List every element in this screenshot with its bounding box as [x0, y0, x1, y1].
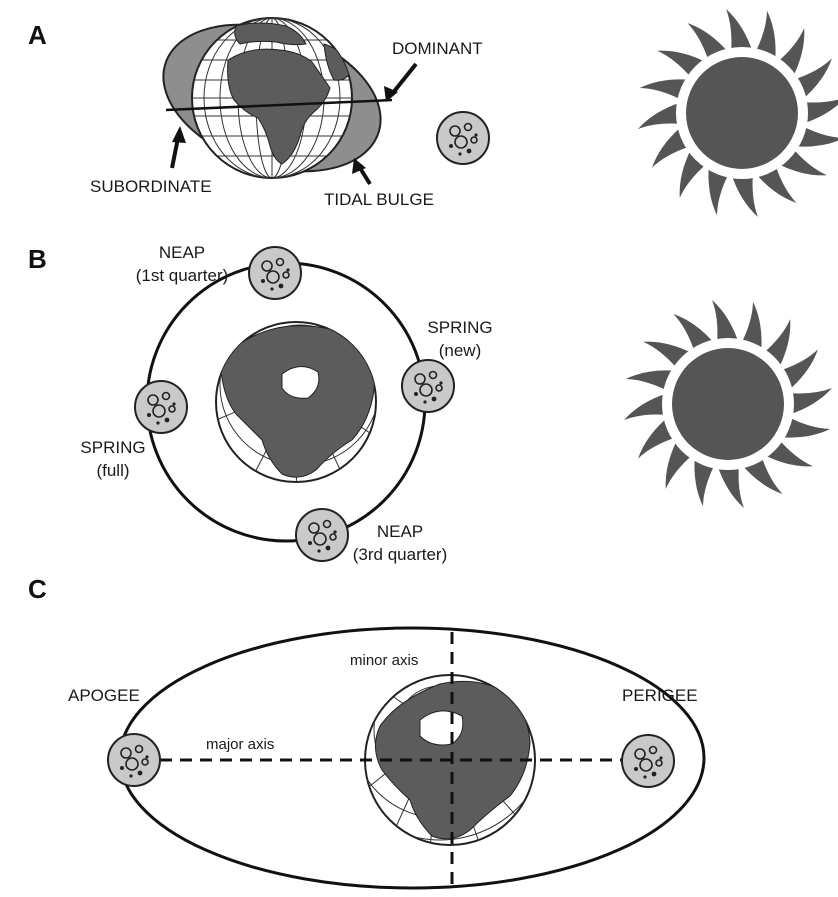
minor-axis-label: minor axis [350, 652, 418, 669]
sun-ray [624, 393, 668, 420]
spring-full-title: SPRING [80, 438, 145, 457]
panel-b-letter: B [28, 244, 47, 274]
sun-disc [686, 57, 798, 169]
spring-full-sub: (full) [96, 461, 129, 480]
subordinate-arrow [172, 126, 186, 168]
sun-ray [717, 464, 744, 508]
spring-new-sub: (new) [439, 341, 482, 360]
sun-ray [712, 300, 739, 344]
panel-c-letter: C [28, 574, 47, 604]
earth-globe-icon [190, 18, 354, 178]
sun-icon [638, 9, 838, 217]
major-axis-label: major axis [206, 736, 274, 753]
sun-ray [726, 9, 753, 53]
moon-icon [296, 509, 348, 561]
neap-third-title: NEAP [377, 522, 423, 541]
neap-first-sub: (1st quarter) [136, 266, 229, 285]
neap-first-title: NEAP [159, 243, 205, 262]
sun-ray [731, 173, 758, 217]
sun-disc [672, 348, 784, 460]
moon-icon [249, 247, 301, 299]
moon-icon [622, 735, 674, 787]
perigee-label: PERIGEE [622, 686, 698, 705]
sun-icon [624, 300, 832, 508]
moon-icon [135, 381, 187, 433]
sun-ray [788, 388, 832, 415]
tidal-bulge-arrow [352, 158, 370, 184]
panel-a-letter: A [28, 20, 47, 50]
moon-icon [108, 734, 160, 786]
dominant-arrow [384, 64, 416, 102]
moon-icon [402, 360, 454, 412]
moon-icon [437, 112, 489, 164]
earth-globe-icon [200, 285, 400, 490]
tidal-bulge-label: TIDAL BULGE [324, 190, 434, 209]
sun-ray [638, 102, 682, 129]
apogee-label: APOGEE [68, 686, 140, 705]
spring-new-title: SPRING [427, 318, 492, 337]
subordinate-label: SUBORDINATE [90, 177, 212, 196]
dominant-label: DOMINANT [392, 39, 483, 58]
neap-third-sub: (3rd quarter) [353, 545, 447, 564]
